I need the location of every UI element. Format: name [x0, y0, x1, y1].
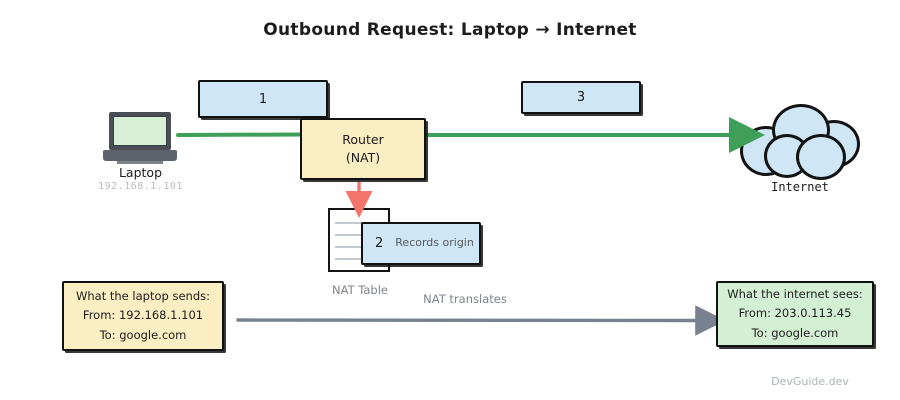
nat-translates-label: NAT translates [423, 292, 507, 306]
edge-nat-translates [236, 305, 726, 336]
cloud-puff [796, 134, 846, 180]
internet-sees-from: From: 203.0.113.45 [738, 306, 852, 321]
step-3-number: 3 [576, 90, 586, 105]
router-label-line1: Router [342, 131, 384, 147]
laptop-ip-address: 192.168.1.101 [98, 181, 183, 192]
internet-sees-heading: What the internet sees: [727, 286, 863, 301]
cloud-icon [738, 104, 862, 180]
page-title: Outbound Request: Laptop → Internet [263, 20, 637, 40]
laptop-base [103, 150, 177, 161]
laptop-sends-to: To: google.com [99, 327, 187, 342]
nat-table-row [335, 234, 383, 236]
step-2-number: 2 [375, 236, 384, 251]
laptop-icon [103, 112, 177, 164]
step-3-badge: 3 [521, 81, 641, 114]
router-label-line2: (NAT) [345, 150, 381, 165]
internet-sees-note: What the internet sees: From: 203.0.113.… [716, 281, 874, 347]
laptop-label: Laptop [118, 165, 163, 180]
router-node: Router (NAT) [300, 118, 426, 180]
internet-label: Internet [771, 180, 829, 194]
laptop-sends-from: From: 192.168.1.101 [82, 308, 204, 323]
step-1-number: 1 [258, 91, 268, 107]
nat-table-label: NAT Table [332, 283, 388, 297]
step-2-badge: 2 Records origin [361, 222, 481, 265]
nat-table-row [335, 246, 383, 248]
internet-sees-to: To: google.com [751, 325, 839, 340]
step-2-note: Records origin [395, 236, 474, 250]
watermark: DevGuide.dev [771, 375, 849, 388]
nat-table-row [335, 222, 383, 224]
step-1-badge: 1 [198, 80, 328, 118]
nat-table-row [335, 258, 383, 260]
laptop-sends-heading: What the laptop sends: [76, 288, 210, 303]
edge-laptop-to-router [176, 132, 302, 137]
laptop-foot [117, 161, 163, 164]
laptop-sends-note: What the laptop sends: From: 192.168.1.1… [62, 281, 224, 351]
laptop-screen [113, 116, 167, 146]
